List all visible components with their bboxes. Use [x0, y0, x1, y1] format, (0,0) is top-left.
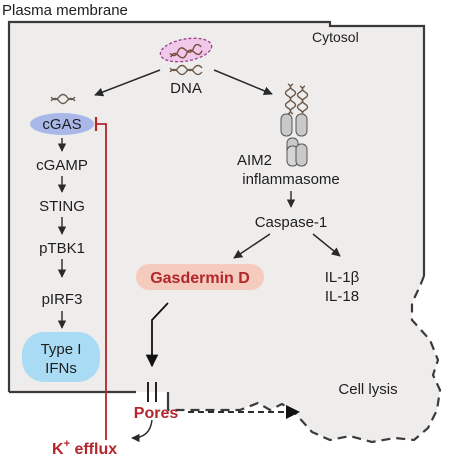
sting-label: STING	[39, 198, 85, 215]
gasdermin-label: Gasdermin D	[150, 270, 250, 287]
arrow-pores-lysis-head	[286, 405, 300, 419]
arrow-dna-to-cgas	[94, 69, 161, 97]
dna-icon-top	[169, 43, 203, 59]
ifn-bubble	[22, 332, 100, 382]
dna-icon	[169, 64, 203, 76]
k-efflux-sup: +	[64, 438, 70, 450]
il18-label: IL-18	[325, 288, 359, 305]
caspase-label: Caspase-1	[255, 214, 328, 231]
plasma-membrane	[7, 20, 426, 392]
ifn-label-line1: Type I	[41, 341, 82, 358]
membrane-label: Plasma membrane	[2, 2, 128, 19]
inhibition-line	[96, 123, 107, 440]
pores-label: Pores	[134, 405, 179, 422]
arrow-caspase-gasdermin	[233, 233, 271, 259]
aim2-label-line2: inflammasome	[242, 171, 340, 188]
aim2-label-line1: AIM2	[237, 152, 272, 169]
ruptured-membrane	[168, 275, 442, 444]
cgas-dna-icon	[50, 93, 76, 105]
cgas-label: cGAS	[42, 116, 81, 133]
cgas-bubble	[30, 113, 94, 135]
arrow-dna-to-aim2	[213, 69, 273, 96]
cell-body	[9, 22, 440, 442]
aim2-domain-5	[295, 143, 308, 167]
ptbk1-label: pTBK1	[39, 240, 85, 257]
cell-lysis-label: Cell lysis	[338, 381, 397, 398]
arrow-caspase-cytokines	[312, 233, 341, 257]
cytosol-label: Cytosol	[312, 29, 359, 45]
aim2-domain-1	[280, 113, 293, 137]
aim2-dna-icon	[284, 83, 297, 115]
ifn-label-line2: IFNs	[45, 360, 77, 377]
cgamp-label: cGAMP	[36, 157, 88, 174]
il1b-label: IL-1β	[325, 269, 360, 286]
aim2-dna-icon-2	[296, 85, 309, 117]
k-efflux-rest: efflux	[70, 441, 117, 458]
arrow-gasdermin-pore	[145, 302, 169, 368]
dna-label: DNA	[170, 80, 202, 97]
gasdermin-bubble	[136, 264, 264, 290]
arrow-pore-kefflux	[131, 419, 153, 443]
aim2-domain-2	[295, 113, 308, 137]
pirf3-label: pIRF3	[42, 291, 83, 308]
k-efflux-base: K	[52, 441, 64, 458]
k-efflux-label: K+ efflux	[52, 438, 117, 458]
